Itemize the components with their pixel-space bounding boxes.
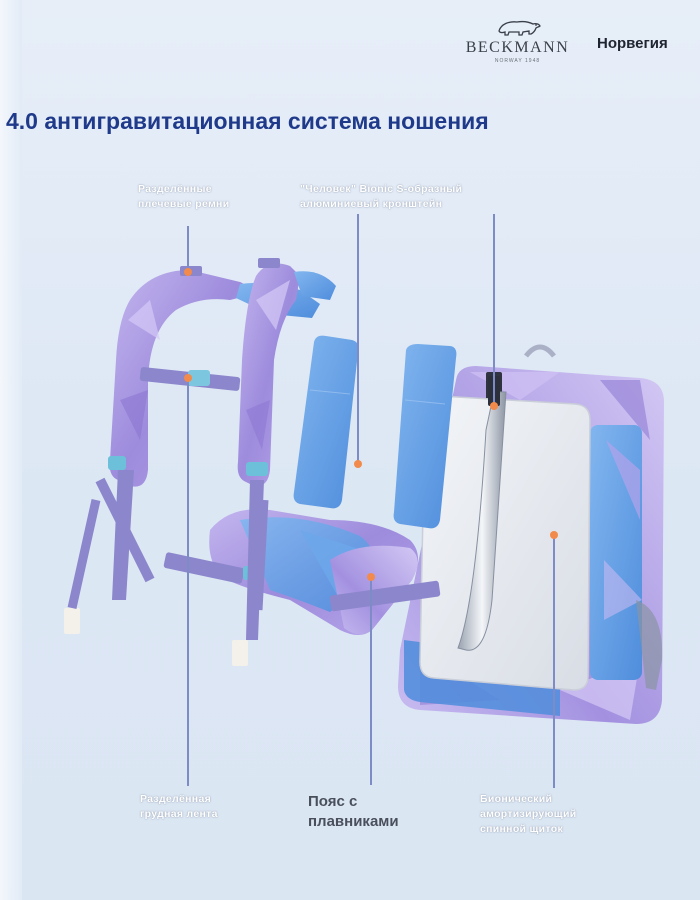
polar-bear-icon [497,20,541,36]
callout-line-shoulder [187,226,189,270]
brand-name: BECKMANN [465,39,570,56]
callout-line-back [553,538,555,788]
callout-line-waist [370,580,372,785]
left-edge-strip [0,0,22,900]
callout-line-frame-a [357,214,359,464]
brand-subtitle: NORWAY 1948 [494,58,541,64]
waist-belt [163,509,441,635]
callout-shoulder-straps: Разделённые плечевые ремни [138,183,230,210]
left-shoulder-strap [64,266,320,634]
left-back-pad [293,335,359,509]
callout-dot-frame-b [490,402,498,410]
callout-line-frame-b [493,214,495,404]
callout-back-panel: Бионический амортизирующий спинной щиток [480,793,577,835]
callout-dot-back [550,531,558,539]
brand-logo-block: BECKMANN NORWAY 1948 [455,15,580,64]
page-title: 4.0 антигравитационная система ношения [6,108,489,134]
callout-dot-waist [367,573,375,581]
right-back-pad [393,344,457,529]
right-shoulder-strap [232,258,336,666]
callout-dot-chest [184,374,192,382]
callout-chest-strap: Разделённая грудная лента [140,793,218,820]
callout-dot-frame-a [354,460,362,468]
callout-dot-shoulder [184,268,192,276]
callout-line-chest [187,378,189,786]
callout-frame: "Человек" Bionic S-образный алюминиевый … [300,183,463,210]
country-label: Норвегия [597,35,668,52]
callout-waist-belt: Пояс с плавниками [308,793,399,830]
